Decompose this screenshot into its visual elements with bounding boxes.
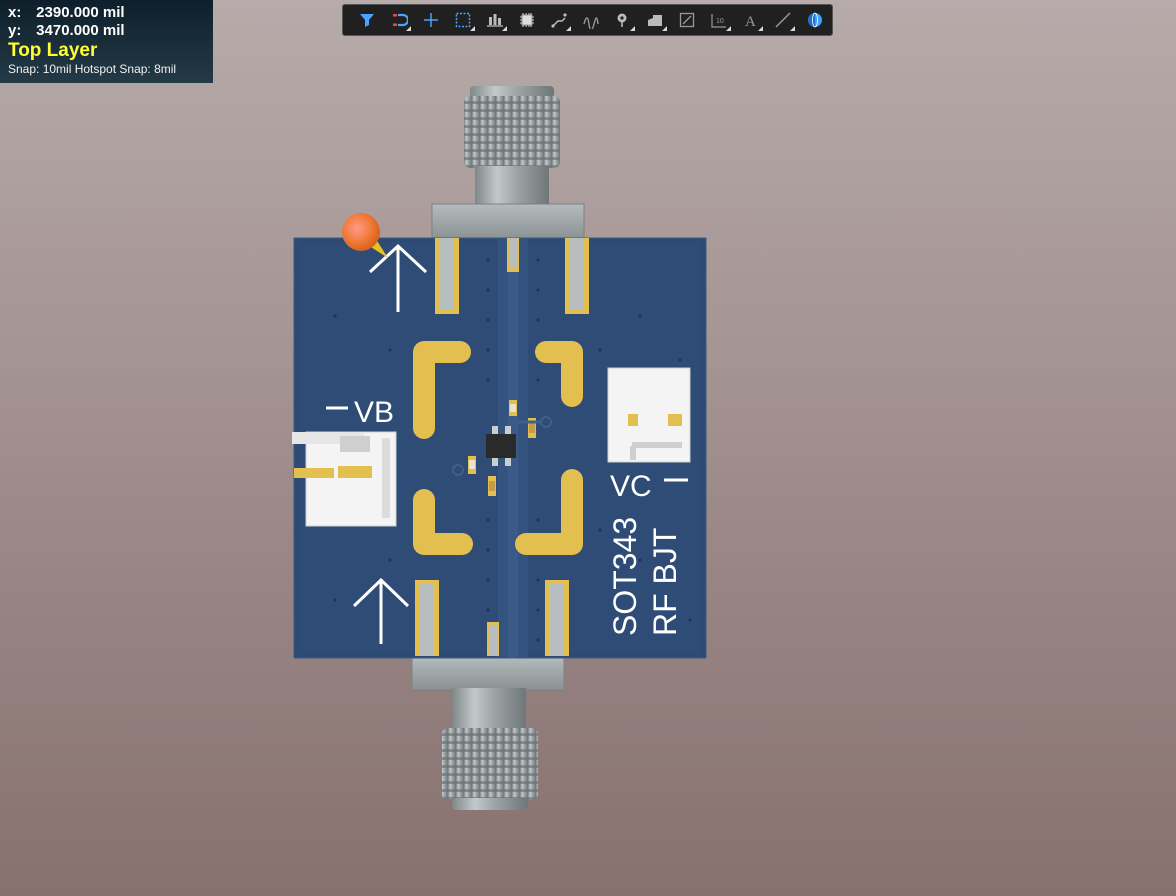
route-button[interactable] — [543, 6, 575, 34]
x-label: x: — [8, 4, 22, 21]
label-part: SOT343 — [607, 517, 643, 636]
text-icon: A — [745, 14, 756, 29]
sma-pins-top — [435, 238, 589, 314]
sma-connector-bottom[interactable] — [411, 655, 565, 810]
via-icon — [617, 13, 627, 27]
y-coordinate-row: y: 3470.000 mil — [8, 22, 213, 40]
svg-text:10: 10 — [716, 18, 724, 25]
route-icon — [551, 13, 567, 28]
copper-pads — [413, 341, 583, 555]
dimension-button[interactable]: 10 — [703, 6, 735, 34]
via-button[interactable] — [607, 6, 639, 34]
label-vc: VC — [610, 470, 652, 503]
y-value: 3470.000 mil — [36, 22, 125, 39]
active-bar-toolbar: 10 A — [342, 4, 833, 36]
sma-connector-top[interactable] — [431, 86, 585, 241]
filter-button[interactable] — [351, 6, 383, 34]
polygon-button[interactable] — [639, 6, 671, 34]
vb-header-connector[interactable] — [292, 431, 397, 527]
vc-header-connector[interactable] — [607, 367, 691, 463]
text-button[interactable]: A — [735, 6, 767, 34]
current-layer: Top Layer — [8, 40, 98, 61]
board-region-button[interactable] — [671, 6, 703, 34]
board-region-icon — [679, 12, 695, 28]
diff-pair-button[interactable] — [575, 6, 607, 34]
3d-body-button[interactable] — [799, 6, 831, 34]
snap-button[interactable] — [383, 6, 415, 34]
polygon-icon — [648, 15, 662, 26]
probe-marker-icon[interactable] — [342, 213, 388, 258]
filter-icon — [360, 14, 374, 27]
smd-capacitors — [452, 400, 552, 496]
crosshair-icon — [424, 13, 438, 27]
x-value: 2390.000 mil — [36, 4, 125, 21]
crosshair-button[interactable] — [415, 6, 447, 34]
select-button[interactable] — [447, 6, 479, 34]
y-label: y: — [8, 22, 22, 39]
place-component-button[interactable] — [511, 6, 543, 34]
snap-settings: Snap: 10mil Hotspot Snap: 8mil — [8, 62, 177, 76]
dimension-icon: 10 — [711, 14, 726, 28]
3d-body-icon — [808, 12, 822, 28]
align-icon — [487, 14, 503, 27]
sma-pins-bottom — [415, 580, 569, 656]
diff-pair-icon — [583, 17, 599, 29]
via-stitching — [333, 258, 692, 642]
label-type: RF BJT — [647, 528, 683, 636]
silkscreen-arrows — [326, 243, 688, 644]
line-icon — [775, 12, 791, 28]
sot343-transistor[interactable] — [486, 426, 516, 466]
x-coordinate-row: x: 2390.000 mil — [8, 4, 213, 22]
component-icon — [520, 13, 534, 27]
svg-text:A: A — [745, 14, 756, 29]
line-button[interactable] — [767, 6, 799, 34]
select-rect-icon — [455, 12, 471, 28]
snap-magnet-icon — [393, 13, 408, 27]
label-vb: VB — [354, 396, 394, 429]
coordinate-readout-panel: x: 2390.000 mil y: 3470.000 mil Top Laye… — [0, 0, 213, 83]
align-button[interactable] — [479, 6, 511, 34]
